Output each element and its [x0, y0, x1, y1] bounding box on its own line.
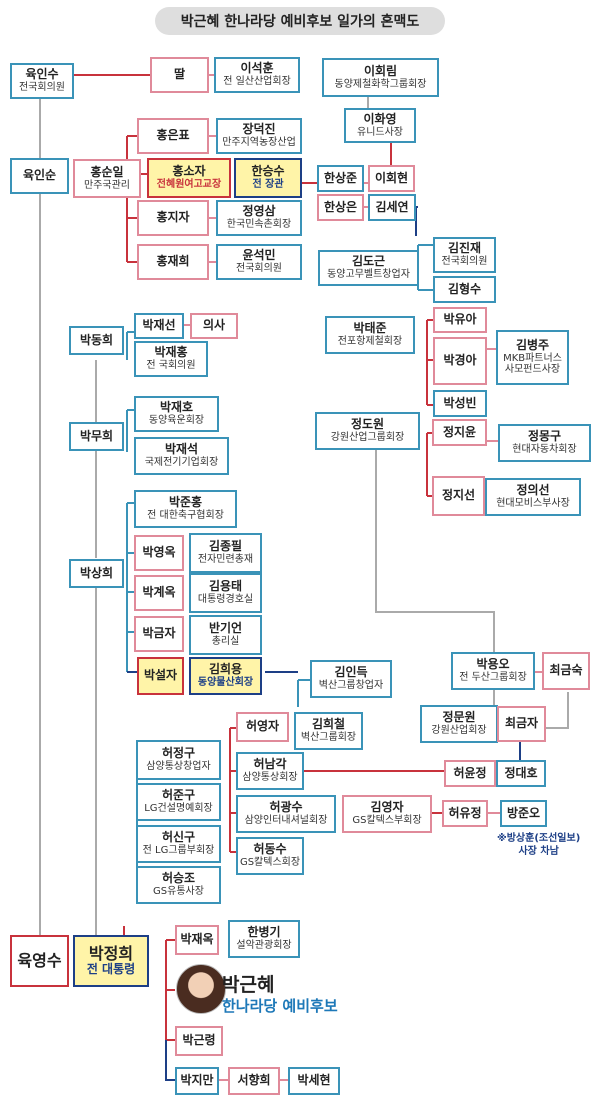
person-park-geunryeong: 박근령 [175, 1026, 223, 1056]
person-park-jaeok: 박재옥 [175, 925, 219, 955]
person-hong-jija: 홍지자 [137, 200, 209, 236]
person-jeong-daeho: 정대호 [496, 760, 546, 787]
park-geunhye-photo [176, 964, 226, 1014]
note-line-2: 사장 차남 [518, 846, 559, 857]
person-han-sangjun: 한상준 [317, 165, 364, 192]
person-park-seongbin: 박성빈 [433, 390, 487, 417]
person-kim-hyeongsu: 김형수 [433, 276, 496, 303]
person-jeong-jiyun: 정지윤 [432, 419, 487, 446]
person-yuk-yeongsu: 육영수 [10, 935, 69, 987]
person-park-yeongok: 박영옥 [134, 535, 184, 571]
annotation-note: ※방상훈(조선일보) 사장 차남 [497, 832, 580, 858]
person-choi-geumja: 최금자 [497, 706, 546, 742]
person-park-sanghee: 박상희 [69, 559, 124, 588]
person-park-sehyeon: 박세현 [288, 1067, 340, 1095]
person-park-jiman: 박지만 [175, 1067, 219, 1095]
person-heo-yunjeong: 허윤정 [444, 760, 496, 787]
person-choi-geumsuk: 최금숙 [542, 652, 590, 690]
park-geunhye-title: 한나라당 예비후보 [222, 997, 338, 1015]
person-park-seolja: 박설자 [137, 657, 184, 695]
person-park-jaeseon: 박재선 [134, 313, 184, 339]
person-bang-junho: 방준오 [500, 800, 547, 827]
person-hong-eunpyo: 홍은표 [137, 118, 209, 154]
note-line-1: ※방상훈(조선일보) [497, 833, 581, 844]
person-park-donghee: 박동희 [69, 326, 124, 355]
person-heo-yujeong: 허유정 [442, 800, 488, 827]
person-yuk-insun: 육인순 [10, 158, 69, 194]
person-park-yua: 박유아 [433, 307, 487, 333]
person-park-gyeonga: 박경아 [433, 337, 487, 385]
person-lee-hoehyeon: 이회현 [368, 165, 415, 192]
park-geunhye-name: 박근혜 [222, 974, 275, 996]
person-jeong-jiseon: 정지선 [432, 476, 485, 516]
person-kim-seyeon: 김세연 [368, 194, 416, 221]
person-park-geunhye: 박근혜 한나라당 예비후보 [222, 970, 338, 1016]
person-han-sangeun: 한상은 [317, 194, 364, 221]
diagram-title: 박근혜 한나라당 예비후보 일가의 혼맥도 [155, 7, 445, 35]
person-park-gyeok: 박계옥 [134, 575, 184, 611]
person-park-muhee: 박무희 [69, 422, 124, 451]
person-seo-hyanghee: 서향희 [228, 1067, 280, 1095]
person-park-geumja: 박금자 [134, 616, 184, 652]
person-ttal: 딸 [150, 57, 209, 93]
person-uisa: 의사 [190, 313, 238, 339]
person-heo-yeongja: 허영자 [236, 712, 289, 742]
person-hong-jaehee: 홍재희 [137, 244, 209, 280]
